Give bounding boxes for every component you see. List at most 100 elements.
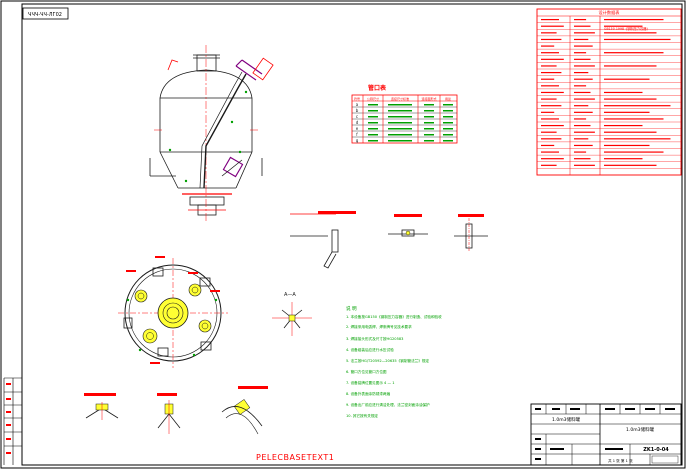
plan-view bbox=[118, 256, 228, 368]
design-data-cell-text bbox=[574, 45, 593, 47]
design-data-cell-text bbox=[604, 105, 671, 107]
design-data-cell-text bbox=[541, 78, 555, 80]
nozzle-symbols: a b c d e f g bbox=[356, 102, 359, 143]
note-line: 6. 管口方位见管口方位图 bbox=[346, 369, 387, 374]
design-data-cell-text bbox=[604, 78, 650, 80]
design-data-cell-text bbox=[604, 52, 664, 54]
design-data-cell-text bbox=[574, 118, 587, 120]
design-data-cell-text bbox=[604, 158, 643, 160]
nozzle-symbol: a bbox=[356, 102, 359, 107]
design-data-cell-text bbox=[574, 78, 593, 80]
title-block-drawing-no: ZK1-0-04 bbox=[643, 447, 669, 453]
note-line: 5. 法兰按HG/T20592—20635《钢制管法兰》规定 bbox=[346, 358, 429, 363]
detail-view-3 bbox=[454, 214, 488, 252]
detail-view-2 bbox=[388, 214, 428, 237]
note-line: 3. 焊接接头形式及尺寸按HG20583 bbox=[346, 336, 403, 341]
design-data-cell-text bbox=[574, 164, 595, 166]
nozzle-header-purpose: 用途 bbox=[445, 96, 451, 101]
design-data-cell-text bbox=[541, 158, 564, 160]
design-data-cell-text bbox=[541, 52, 559, 54]
design-data-cell-text bbox=[574, 144, 593, 147]
nozzle-table: 管口表 符号 公称尺寸 连接尺寸标准 连接面形式 用途 a b c d e f … bbox=[351, 84, 458, 144]
design-data-cell-text bbox=[574, 111, 593, 113]
design-data-cell-text bbox=[574, 65, 595, 67]
corner-tag-text: ЧЧЧ-ЧЧ-ЛГ02 bbox=[28, 12, 62, 18]
design-data-cell-text bbox=[604, 138, 671, 140]
design-data-rows bbox=[537, 18, 681, 169]
nozzle-symbol: g bbox=[356, 138, 359, 143]
left-margin-strip bbox=[3, 377, 22, 465]
nozzle-symbol: f bbox=[356, 132, 358, 137]
title-block-sheet: 共 1 张 第 1 张 bbox=[608, 458, 633, 463]
design-data-cell-text bbox=[574, 91, 591, 94]
section-a-a: A—A bbox=[272, 292, 312, 336]
nozzle-table-cell-text bbox=[368, 104, 453, 142]
design-data-cell-text bbox=[604, 164, 657, 166]
design-data-cell-text bbox=[541, 138, 562, 140]
design-data-cell-text bbox=[541, 58, 564, 60]
note-line: 9. 设备出厂前应进行清洁处理，法兰密封面涂油保护 bbox=[346, 402, 430, 407]
nozzle-symbol: d bbox=[356, 120, 359, 125]
nozzle-symbol: c bbox=[356, 114, 358, 119]
design-data-cell-text bbox=[574, 58, 591, 60]
nozzle-header-face: 连接面形式 bbox=[421, 96, 436, 101]
nozzle-header-size: 公称尺寸 bbox=[367, 96, 379, 101]
nozzle-header-symbol: 符号 bbox=[354, 96, 360, 101]
design-data-cell-text bbox=[541, 105, 562, 107]
design-data-cell-text bbox=[604, 111, 650, 113]
design-data-cell-text bbox=[574, 151, 587, 153]
design-data-cell-text bbox=[604, 32, 657, 34]
design-data-cell-text bbox=[604, 25, 643, 27]
top-manhole bbox=[196, 54, 217, 72]
design-data-cell-text bbox=[541, 144, 555, 147]
title-block: 1.0m3储料罐 1.0m3储料罐 ZK1-0-04 共 1 张 第 1 张 bbox=[530, 403, 682, 466]
design-data-cell-text bbox=[574, 25, 591, 27]
design-data-cell-text bbox=[574, 71, 589, 74]
design-data-cell-text bbox=[541, 65, 557, 67]
design-data-cell-text bbox=[604, 91, 643, 94]
vessel-elevation bbox=[149, 45, 274, 222]
title-block-drawing-name: 1.0m3储料罐 bbox=[626, 426, 654, 433]
design-data-spec: GB150-1998《钢制压力容器》 bbox=[604, 26, 650, 31]
design-data-cell-text bbox=[604, 65, 657, 67]
design-data-cell-text bbox=[541, 71, 562, 74]
section-label: A—A bbox=[284, 292, 296, 298]
nozzle-table-header: 符号 公称尺寸 连接尺寸标准 连接面形式 用途 bbox=[354, 96, 451, 101]
design-data-cell-text bbox=[574, 105, 589, 107]
design-data-cell-text bbox=[541, 124, 564, 127]
design-data-cell-text bbox=[541, 111, 555, 113]
vessel-callouts bbox=[168, 90, 248, 183]
design-data-cell-text bbox=[574, 85, 587, 87]
design-data-cell-text bbox=[604, 18, 664, 21]
note-line: 4. 设备组装后应进行水压试验 bbox=[346, 347, 394, 352]
notes-heading: 说 明 bbox=[346, 305, 357, 312]
nozzle-header-standard: 连接尺寸标准 bbox=[391, 96, 409, 101]
design-data-cell-text bbox=[574, 32, 595, 34]
detail-view-6 bbox=[221, 386, 268, 435]
design-data-cell-text bbox=[604, 118, 664, 120]
design-data-cell-text bbox=[574, 38, 589, 41]
title-block-project: 1.0m3储料罐 bbox=[552, 416, 580, 423]
detail-view-5 bbox=[157, 393, 181, 434]
detail-view-4 bbox=[84, 393, 119, 420]
design-data-cell-text bbox=[541, 25, 564, 27]
design-data-cell-text bbox=[574, 98, 595, 100]
design-data-cell-text bbox=[541, 38, 562, 41]
notes-block: 说 明 1. 本设备按GB150《钢制压力容器》进行制造、试验和验收 2. 焊接… bbox=[346, 305, 442, 418]
design-data-cell-text bbox=[574, 131, 595, 133]
design-data-cell-text bbox=[541, 18, 559, 21]
note-line: 1. 本设备按GB150《钢制压力容器》进行制造、试验和验收 bbox=[346, 314, 442, 319]
corner-tag: ЧЧЧ-ЧЧ-ЛГ02 bbox=[22, 7, 69, 20]
design-data-cell-text bbox=[541, 151, 559, 153]
design-data-table: 设计数据表 GB150-1998《钢制压力容器》 bbox=[536, 8, 682, 176]
design-data-cell-text bbox=[541, 45, 555, 47]
design-data-cell-text bbox=[541, 98, 557, 100]
inner-frame bbox=[21, 3, 683, 466]
note-line: 10. 其它按有关规定 bbox=[346, 413, 378, 418]
note-line: 2. 焊接采用电弧焊，焊条牌号见技术要求 bbox=[346, 324, 412, 329]
base-text-label: PELECBASETEXT1 bbox=[256, 453, 334, 462]
design-data-cell-text bbox=[574, 138, 589, 140]
nozzle-symbol: b bbox=[356, 108, 359, 113]
nozzle-symbol: e bbox=[356, 126, 359, 131]
